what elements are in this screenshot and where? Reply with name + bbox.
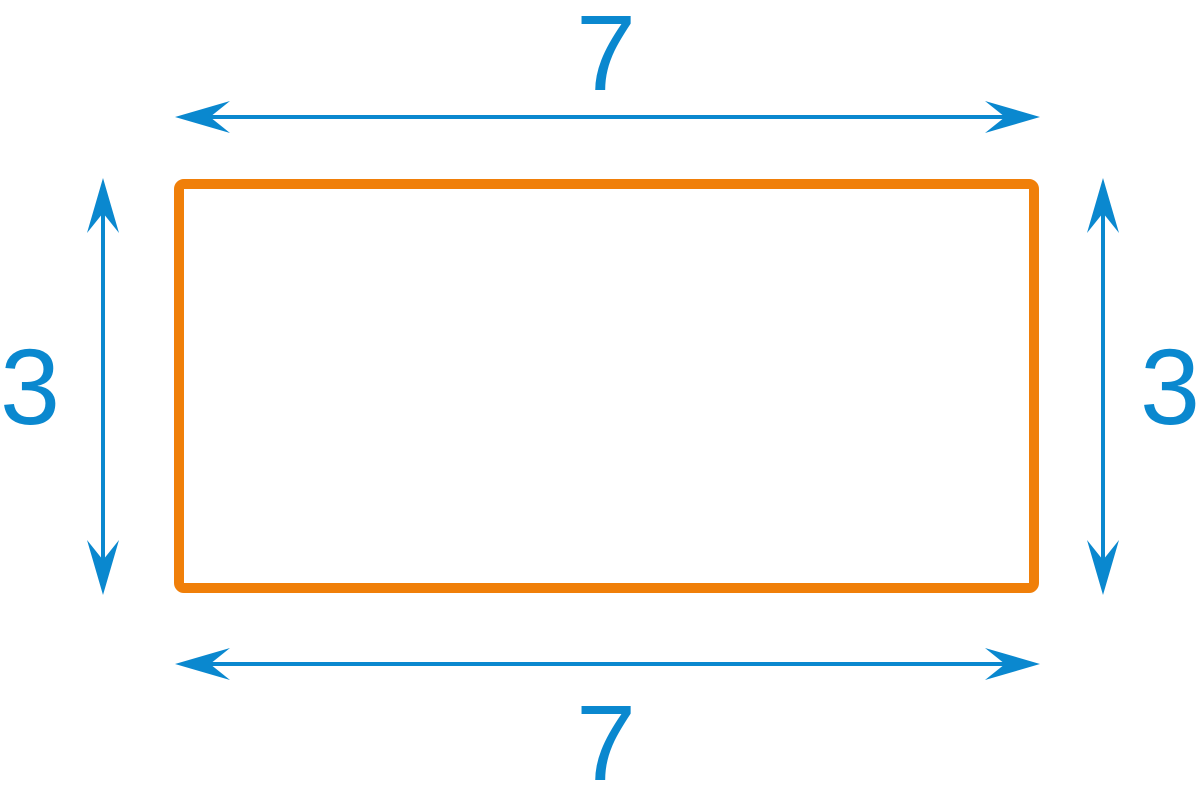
right-width-label: 3 [1140,326,1200,447]
top-length-label: 7 [576,0,636,113]
left-dimension-arrow [87,178,119,595]
left-width-label: 3 [0,326,60,447]
bottom-dimension-arrow [175,648,1040,680]
top-dimension-arrow [175,101,1040,133]
rectangle-shape [174,179,1039,593]
right-dimension-arrow [1087,178,1119,595]
bottom-length-label: 7 [576,682,636,785]
